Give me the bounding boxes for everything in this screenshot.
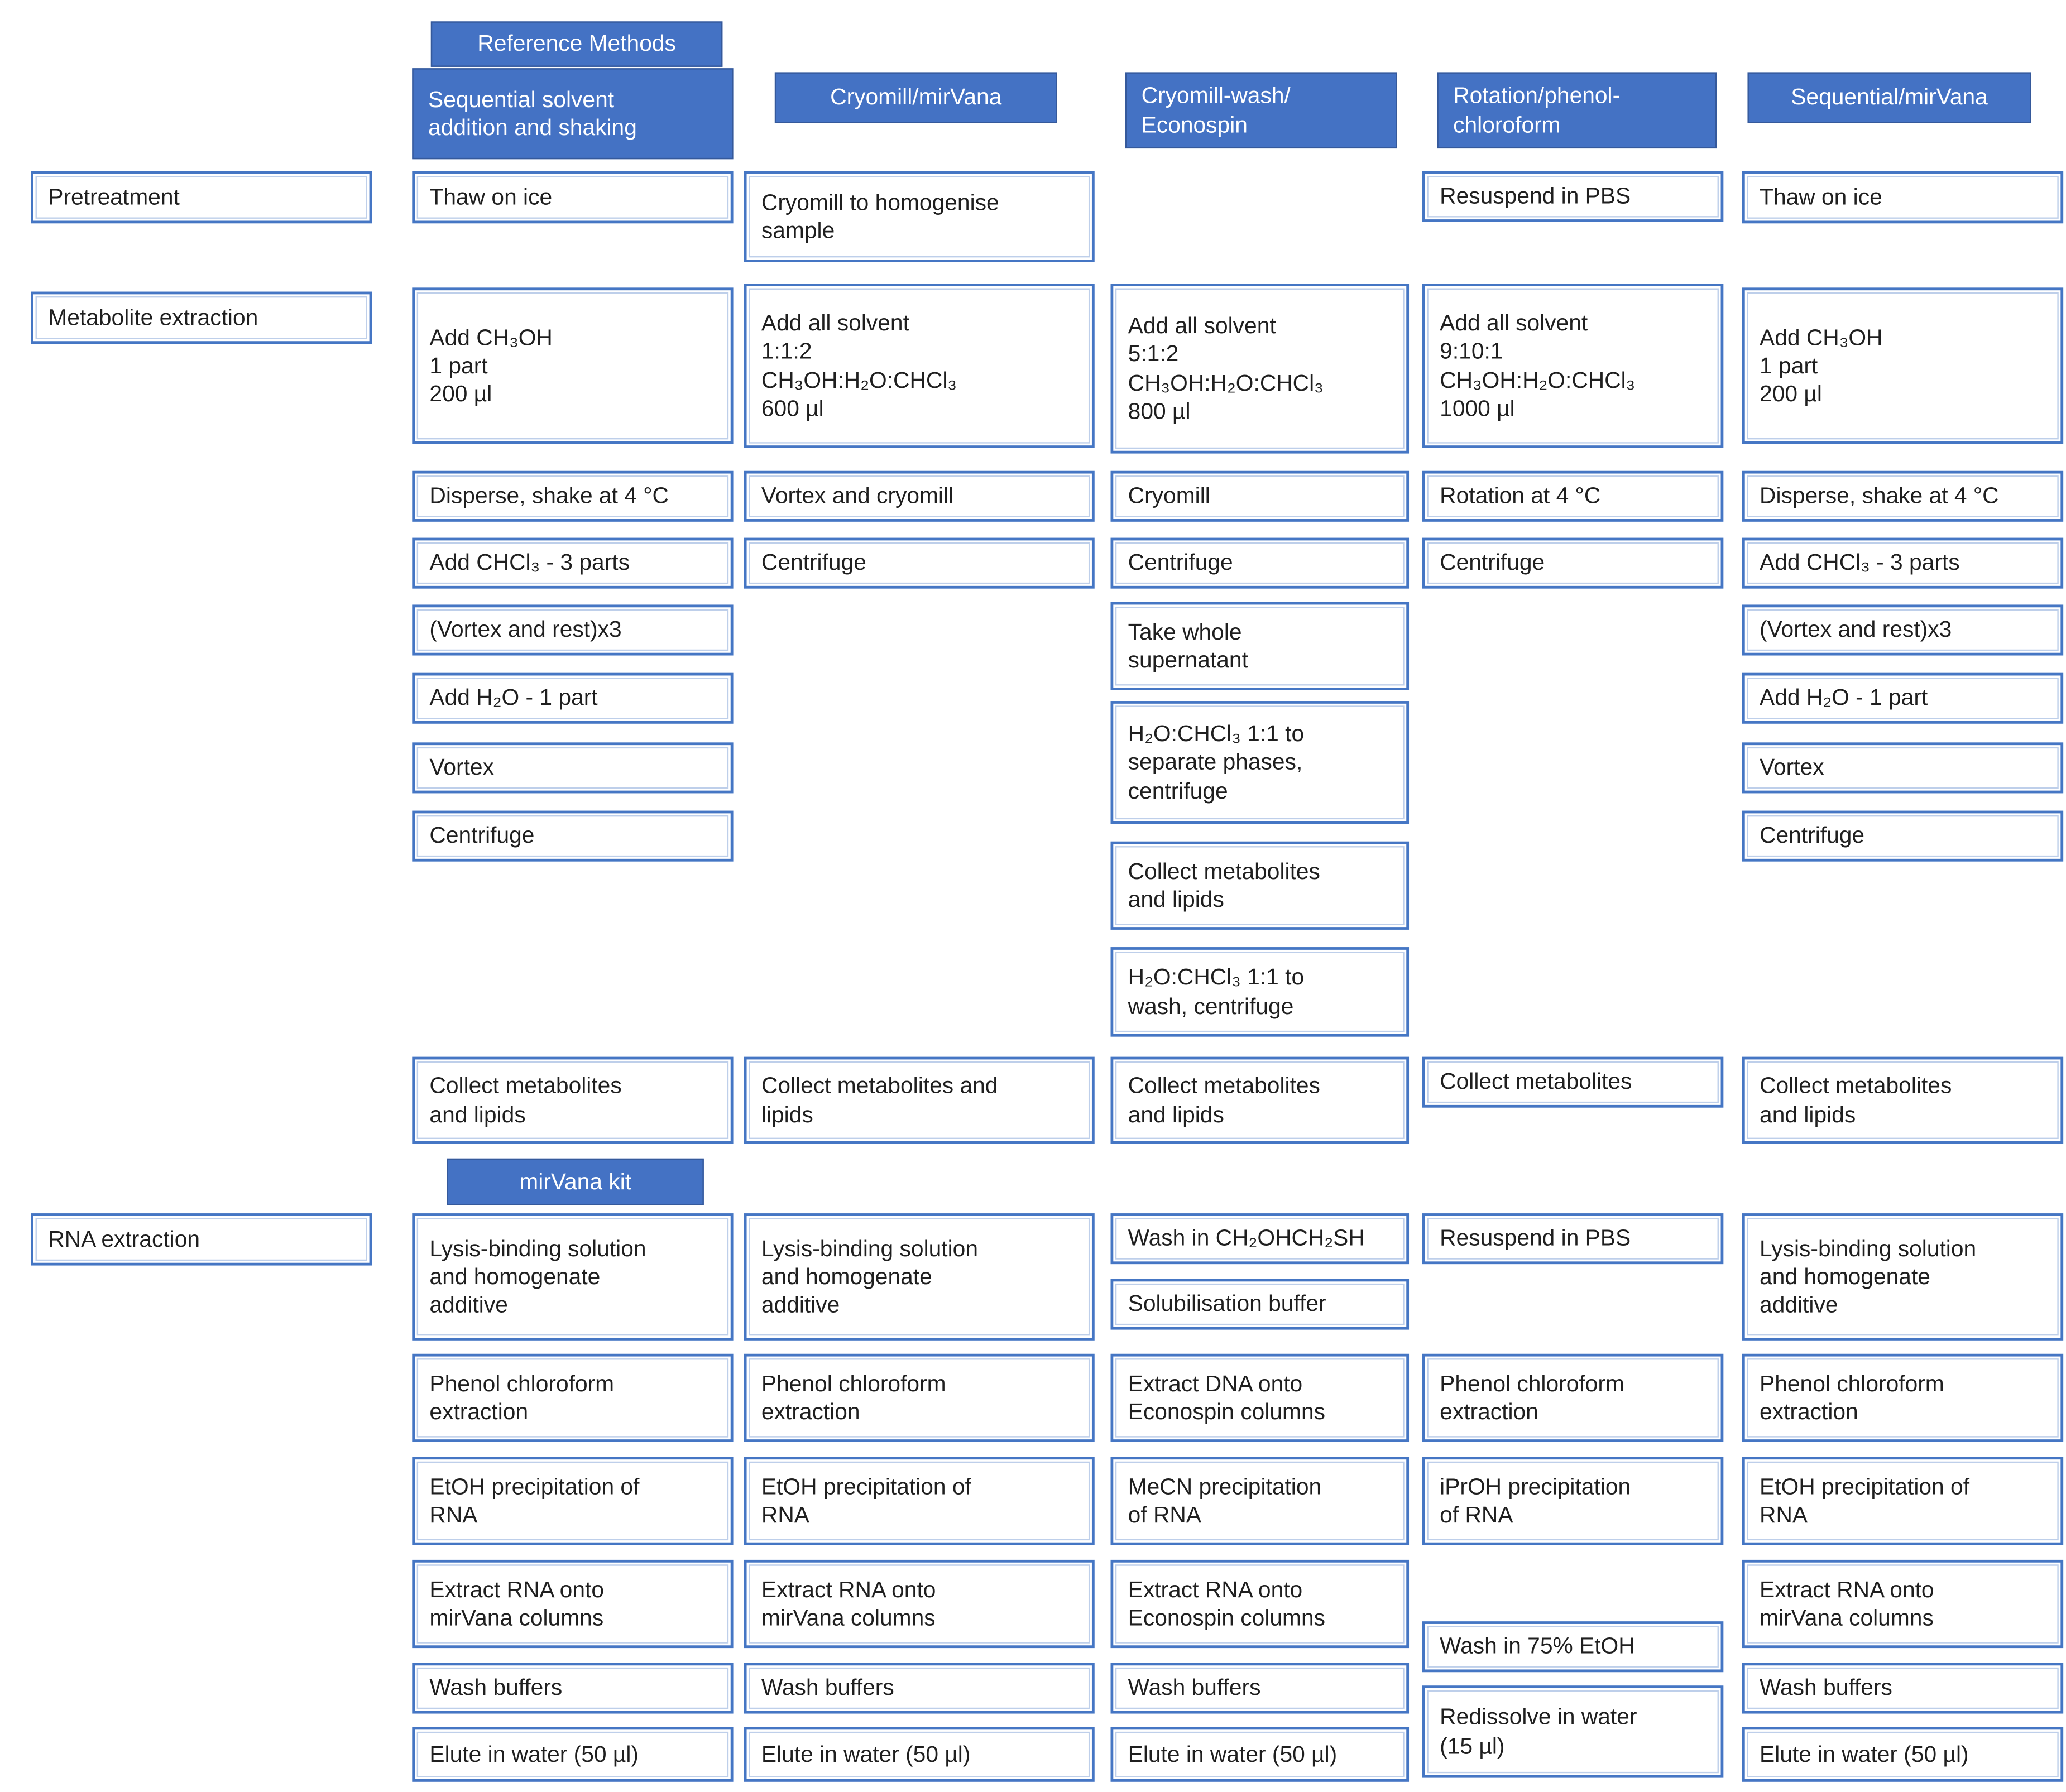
step-box: Centrifuge [1110, 537, 1410, 589]
column-header-cryomill-mirvana: Cryomill/mirVana [774, 72, 1057, 123]
step-box: Elute in water (50 µl) [744, 1727, 1095, 1782]
step-box: Collect metabolites and lipids [1742, 1056, 2064, 1144]
step-box: (Vortex and rest)x3 [1742, 604, 2064, 656]
step-box: Resuspend in PBS [1422, 1213, 1724, 1265]
step-box: Phenol chloroform extraction [744, 1353, 1095, 1442]
row-label-metabolite-extraction: Metabolite extraction [31, 291, 372, 344]
step-box: Solubilisation buffer [1110, 1279, 1410, 1330]
step-box: Wash in 75% EtOH [1422, 1621, 1724, 1673]
step-box: Lysis-binding solution and homogenate ad… [744, 1213, 1095, 1341]
step-box: Wash buffers [744, 1663, 1095, 1714]
step-box: Add CHCl₃ - 3 parts [1742, 537, 2064, 589]
step-box: iPrOH precipitation of RNA [1422, 1457, 1724, 1545]
step-box: Cryomill to homogenise sample [744, 171, 1095, 262]
row-label-rna-extraction: RNA extraction [31, 1213, 372, 1266]
step-box: H₂O:CHCl₃ 1:1 to separate phases, centri… [1110, 701, 1410, 824]
step-box: Thaw on ice [1742, 171, 2064, 224]
step-box: Lysis-binding solution and homogenate ad… [1742, 1213, 2064, 1341]
step-box: Collect metabolites [1422, 1056, 1724, 1108]
step-box: Centrifuge [744, 537, 1095, 589]
step-box: MeCN precipitation of RNA [1110, 1457, 1410, 1545]
step-box: Collect metabolites and lipids [1110, 841, 1410, 930]
step-box: Extract RNA onto mirVana columns [744, 1559, 1095, 1649]
step-box: Collect metabolites and lipids [412, 1056, 734, 1144]
step-box: Add CH₃OH 1 part 200 µl [1742, 287, 2064, 444]
step-box: Wash buffers [412, 1663, 734, 1714]
step-box: Lysis-binding solution and homogenate ad… [412, 1213, 734, 1341]
step-box: Elute in water (50 µl) [412, 1727, 734, 1782]
step-box: Elute in water (50 µl) [1110, 1727, 1410, 1782]
step-box: Vortex [1742, 742, 2064, 794]
step-box: Extract RNA onto mirVana columns [1742, 1559, 2064, 1649]
mirvana-kit-label: mirVana kit [447, 1158, 704, 1205]
step-box: Wash buffers [1742, 1663, 2064, 1714]
step-box: Collect metabolites and lipids [744, 1056, 1095, 1144]
step-box: Add all solvent 9:10:1 CH₃OH:H₂O:CHCl₃ 1… [1422, 284, 1724, 448]
step-box: EtOH precipitation of RNA [744, 1457, 1095, 1545]
step-box: Redissolve in water (15 µl) [1422, 1685, 1724, 1778]
column-header-sequential-mirvana: Sequential/mirVana [1747, 72, 2031, 123]
step-box: Vortex [412, 742, 734, 794]
reference-methods-label: Reference Methods [430, 21, 723, 67]
step-box: Extract RNA onto mirVana columns [412, 1559, 734, 1649]
step-box: Centrifuge [412, 810, 734, 862]
step-box: Add CH₃OH 1 part 200 µl [412, 287, 734, 444]
step-box: Take whole supernatant [1110, 602, 1410, 690]
step-box: Wash buffers [1110, 1663, 1410, 1714]
row-label-pretreatment: Pretreatment [31, 171, 372, 224]
step-box: Centrifuge [1422, 537, 1724, 589]
column-header-rotation-phenol-chloroform: Rotation/phenol- chloroform [1437, 72, 1717, 149]
step-box: Add H₂O - 1 part [412, 672, 734, 724]
column-header-sequential-solvent: Sequential solvent addition and shaking [412, 68, 734, 160]
step-box: Resuspend in PBS [1422, 171, 1724, 222]
step-box: Extract RNA onto Econospin columns [1110, 1559, 1410, 1649]
step-box: Centrifuge [1742, 810, 2064, 862]
step-box: Phenol chloroform extraction [1742, 1353, 2064, 1442]
step-box: Add all solvent 5:1:2 CH₃OH:H₂O:CHCl₃ 80… [1110, 284, 1410, 454]
step-box: Add H₂O - 1 part [1742, 672, 2064, 724]
step-box: EtOH precipitation of RNA [412, 1457, 734, 1545]
step-box: Add CHCl₃ - 3 parts [412, 537, 734, 589]
step-box: Rotation at 4 °C [1422, 470, 1724, 522]
step-box: Phenol chloroform extraction [412, 1353, 734, 1442]
step-box: Wash in CH₂OHCH₂SH [1110, 1213, 1410, 1265]
step-box: Disperse, shake at 4 °C [1742, 470, 2064, 522]
step-box: Elute in water (50 µl) [1742, 1727, 2064, 1782]
step-box: Add all solvent 1:1:2 CH₃OH:H₂O:CHCl₃ 60… [744, 284, 1095, 448]
step-box: (Vortex and rest)x3 [412, 604, 734, 656]
step-box: Vortex and cryomill [744, 470, 1095, 522]
step-box: EtOH precipitation of RNA [1742, 1457, 2064, 1545]
column-header-cryomill-wash-econospin: Cryomill-wash/ Econospin [1125, 72, 1397, 149]
step-box: H₂O:CHCl₃ 1:1 to wash, centrifuge [1110, 947, 1410, 1037]
step-box: Collect metabolites and lipids [1110, 1056, 1410, 1144]
step-box: Thaw on ice [412, 171, 734, 224]
step-box: Phenol chloroform extraction [1422, 1353, 1724, 1442]
step-box: Disperse, shake at 4 °C [412, 470, 734, 522]
step-box: Cryomill [1110, 470, 1410, 522]
step-box: Extract DNA onto Econospin columns [1110, 1353, 1410, 1442]
